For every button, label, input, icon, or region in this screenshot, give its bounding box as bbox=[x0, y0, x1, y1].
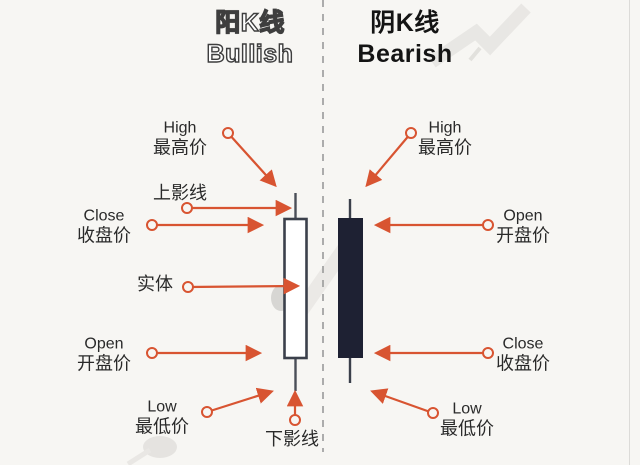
label-low-left-en: Low bbox=[147, 398, 177, 416]
label-low-left: Low 最低价 bbox=[135, 398, 189, 439]
label-open-right-en: Open bbox=[503, 207, 543, 225]
label-lower-shadow: 下影线 bbox=[265, 429, 319, 451]
arrow-low-right bbox=[370, 388, 439, 419]
label-high-left-en: High bbox=[163, 119, 197, 137]
label-upper-shadow-cn: 上影线 bbox=[153, 183, 207, 204]
watermark-top-right bbox=[428, 3, 531, 68]
label-close-right-cn: 收盘价 bbox=[496, 353, 550, 374]
label-open-left-en: Open bbox=[84, 335, 124, 353]
arrow-close-right bbox=[373, 344, 494, 362]
label-close-left-cn: 收盘价 bbox=[77, 225, 131, 246]
label-open-right-cn: 开盘价 bbox=[496, 225, 550, 246]
label-close-right: Close 收盘价 bbox=[496, 335, 550, 376]
label-high-right-en: High bbox=[428, 119, 462, 137]
label-close-left-en: Close bbox=[83, 207, 125, 225]
arrow-low-left bbox=[201, 387, 274, 418]
right-edge-line bbox=[629, 0, 630, 465]
arrow-upper-shadow bbox=[181, 199, 293, 217]
arrow-lower-shadow bbox=[286, 389, 304, 426]
title-bearish: 阴K线 Bearish bbox=[357, 8, 452, 69]
label-close-left: Close 收盘价 bbox=[77, 207, 131, 248]
label-close-right-en: Close bbox=[502, 335, 544, 353]
label-low-left-cn: 最低价 bbox=[135, 416, 189, 437]
label-body: 实体 bbox=[137, 274, 173, 296]
arrow-high-right bbox=[365, 127, 417, 188]
label-high-left-cn: 最高价 bbox=[153, 137, 207, 158]
title-bullish-en: Bullish bbox=[206, 39, 294, 68]
arrow-high-left bbox=[222, 127, 277, 188]
label-low-right-cn: 最低价 bbox=[440, 418, 494, 439]
label-upper-shadow: 上影线 bbox=[153, 183, 207, 205]
title-bullish-cn: 阳K线 bbox=[215, 8, 285, 37]
label-high-right-cn: 最高价 bbox=[418, 137, 472, 158]
label-open-right: Open 开盘价 bbox=[496, 207, 550, 248]
arrow-open-right bbox=[373, 216, 494, 234]
label-open-left-cn: 开盘价 bbox=[77, 353, 131, 374]
bullish-body bbox=[283, 217, 308, 360]
arrow-body bbox=[182, 277, 301, 295]
arrow-open-left bbox=[146, 344, 263, 362]
watermark-bottom-left bbox=[126, 436, 177, 465]
arrow-close-left bbox=[146, 216, 265, 234]
bearish-candlestick bbox=[338, 199, 363, 383]
title-bullish: 阳K线 Bullish bbox=[206, 8, 294, 69]
bullish-candlestick bbox=[283, 193, 308, 391]
title-bearish-cn: 阴K线 bbox=[370, 9, 440, 37]
label-open-left: Open 开盘价 bbox=[77, 335, 131, 376]
title-bearish-en: Bearish bbox=[357, 39, 453, 68]
label-high-right: High 最高价 bbox=[418, 119, 472, 160]
label-low-right-en: Low bbox=[452, 400, 482, 418]
label-lower-shadow-cn: 下影线 bbox=[265, 429, 319, 450]
label-body-cn: 实体 bbox=[137, 274, 173, 295]
label-high-left: High 最高价 bbox=[153, 119, 207, 160]
bearish-body bbox=[338, 218, 363, 358]
label-low-right: Low 最低价 bbox=[440, 400, 494, 441]
